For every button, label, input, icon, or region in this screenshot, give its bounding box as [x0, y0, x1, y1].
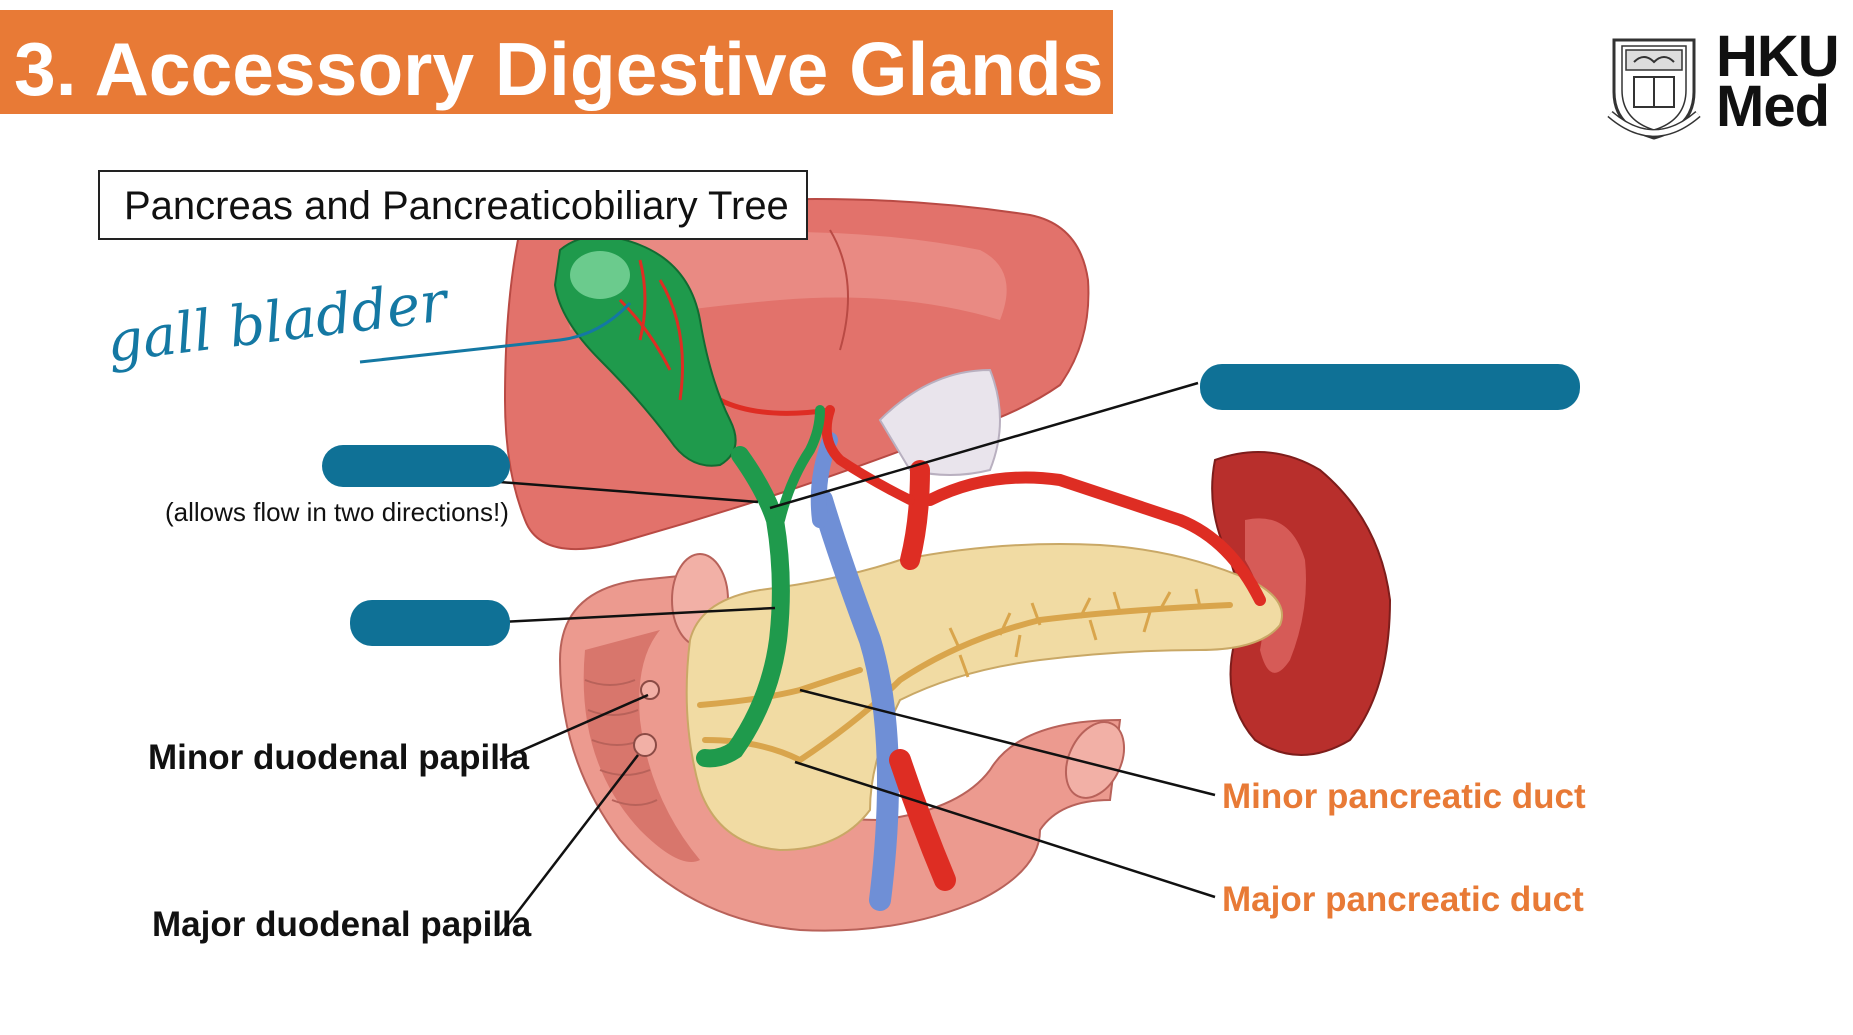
minor-papilla-marker — [640, 680, 660, 700]
spleen-hilum — [1245, 518, 1306, 673]
hepatic-duct — [775, 405, 825, 525]
redaction-sphincter-label — [322, 445, 510, 487]
duct-branches — [948, 588, 1202, 678]
major-papilla-marker — [633, 733, 657, 757]
gallbladder-highlight — [570, 251, 630, 299]
celiac-artery — [900, 460, 930, 570]
splenic-artery — [924, 471, 1266, 606]
pancreatic-ducts — [697, 602, 1233, 764]
major-duct-label: Major pancreatic duct — [1222, 880, 1584, 919]
title-bar: 3. Accessory Digestive Glands — [0, 10, 1113, 114]
subtitle-box: Pancreas and Pancreaticobiliary Tree — [98, 170, 808, 240]
slide-title: 3. Accessory Digestive Glands — [14, 27, 1104, 111]
logo-wordmark: HKU Med — [1716, 24, 1840, 139]
redaction-common-hepatic-artery — [1200, 364, 1580, 410]
minor-duct-label: Minor pancreatic duct — [1222, 777, 1586, 816]
major-papilla-label: Major duodenal papilla — [152, 905, 532, 944]
logo-line-2: Med — [1716, 74, 1830, 139]
hepatic-artery — [821, 405, 915, 505]
duodenal-folds — [584, 679, 658, 806]
common-bile-duct — [696, 446, 790, 768]
subtitle-text: Pancreas and Pancreaticobiliary Tree — [124, 184, 789, 228]
logo-line-1: HKU — [1716, 24, 1840, 89]
hku-med-logo: HKU Med — [1604, 24, 1844, 142]
university-seal-icon — [1607, 38, 1701, 140]
minor-papilla-label: Minor duodenal papilla — [148, 738, 530, 777]
portal-vein — [811, 489, 899, 911]
liver-fissure — [829, 229, 849, 351]
handwritten-pointer — [359, 301, 632, 364]
sphincter-note: (allows flow in two directions!) — [165, 497, 509, 527]
leader-lines — [499, 381, 1216, 936]
redaction-bile-duct-label — [350, 600, 510, 646]
mesenteric-artery — [889, 749, 956, 891]
